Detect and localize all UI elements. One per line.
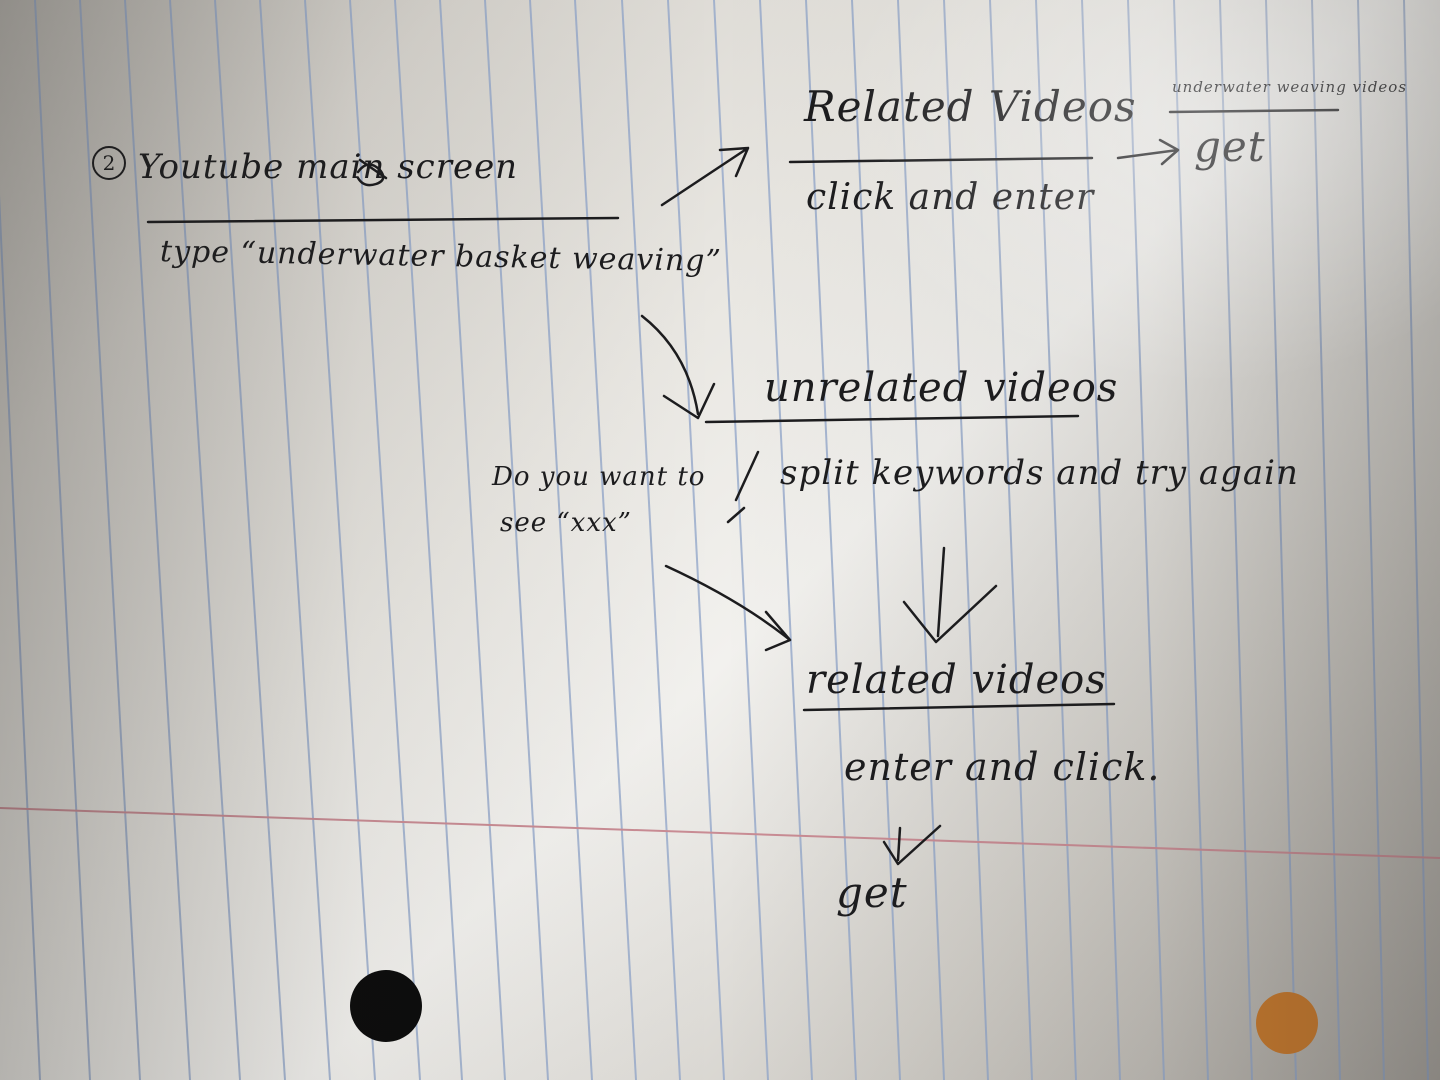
underline-underwater-videos — [1168, 108, 1340, 114]
unrelated-title: unrelated videos — [764, 365, 1119, 411]
related-bottom-title: related videos — [806, 657, 1107, 703]
step-title: Youtube main screen — [138, 147, 519, 187]
underline-unrelated — [704, 414, 1080, 424]
underline-related-bottom — [802, 702, 1116, 712]
scribble-mark — [356, 158, 388, 187]
arrow-to-get-bottom — [882, 824, 942, 866]
unrelated-action: split keywords and try again — [780, 453, 1299, 493]
suggestion-line-2: see “xxx” — [500, 508, 632, 538]
arrow-to-unrelated — [640, 314, 716, 420]
arrow-to-related-top — [660, 146, 750, 207]
related-bottom-action: enter and click. — [844, 745, 1161, 789]
arrow-suggestion-to-related — [664, 564, 792, 652]
slash-tail — [726, 506, 746, 524]
related-top-title: Related Videos — [804, 82, 1137, 131]
suggestion-line-1: Do you want to — [492, 462, 706, 492]
arrow-split-to-related — [902, 546, 998, 644]
step-number: 2 — [102, 151, 116, 175]
ink-strokes — [146, 108, 1340, 866]
related-top-action: click and enter — [806, 177, 1095, 218]
underline-related-top — [788, 156, 1094, 164]
related-bottom-result: get — [836, 868, 908, 917]
arrow-to-get-top — [1116, 138, 1180, 166]
binder-hole-orange — [1256, 992, 1318, 1054]
underwater-videos-action: get — [1194, 122, 1266, 171]
binder-hole-black — [350, 970, 422, 1042]
step-number-badge: 2 — [92, 146, 126, 180]
slash-separator — [734, 450, 760, 502]
margin-line — [0, 807, 1440, 859]
underwater-videos-title: underwater weaving videos — [1172, 78, 1408, 96]
underline-step — [146, 216, 620, 224]
